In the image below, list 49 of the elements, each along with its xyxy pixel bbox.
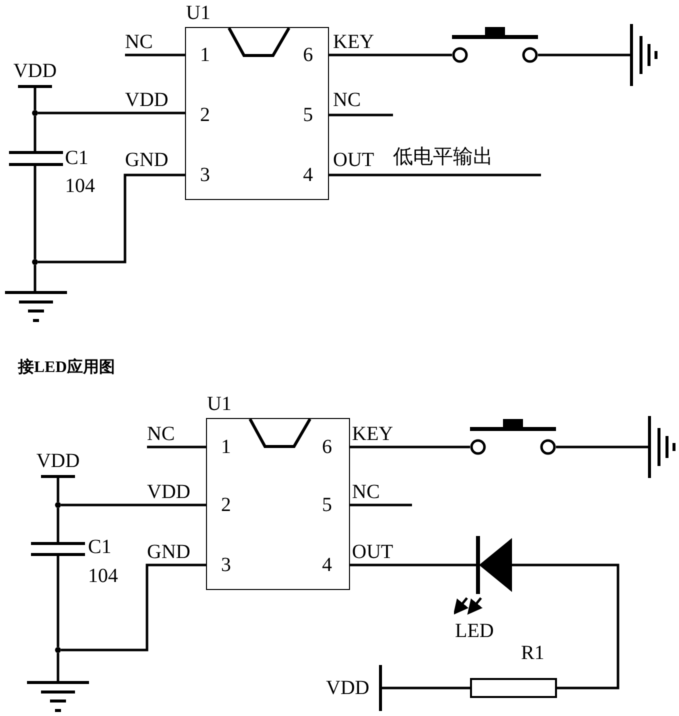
pin-number: 4	[322, 554, 332, 576]
pin-number: 3	[221, 554, 231, 576]
wire	[382, 686, 470, 690]
component-value-label: C1	[88, 535, 112, 559]
wire	[38, 112, 185, 114]
wire	[56, 478, 60, 502]
pin-number: 6	[322, 436, 332, 458]
component-designator: U1	[207, 392, 232, 416]
component-value-label: C1	[65, 146, 88, 170]
wire	[329, 114, 394, 116]
section-heading: 接LED应用图	[18, 358, 115, 378]
wire	[146, 446, 206, 448]
component-value-label: LED	[455, 619, 494, 643]
wire	[38, 174, 185, 264]
net-label: VDD	[36, 451, 80, 471]
net-label: VDD	[326, 678, 370, 698]
component-value-label: 104	[88, 564, 118, 588]
wire	[56, 508, 60, 542]
wire	[350, 446, 470, 448]
pin-number: 2	[200, 104, 210, 126]
wire	[61, 564, 206, 652]
pin-number: 5	[322, 494, 332, 516]
wire	[538, 54, 630, 56]
component-designator: U1	[186, 1, 210, 25]
wire	[350, 504, 414, 506]
pin-number: 4	[303, 164, 313, 186]
pin-number: 6	[303, 44, 313, 66]
wire	[56, 653, 60, 681]
wire	[512, 564, 620, 690]
pin-number: 1	[200, 44, 210, 66]
wire	[329, 174, 542, 176]
pin-number: 3	[200, 164, 210, 186]
wire	[34, 88, 36, 110]
pin-number: 2	[221, 494, 231, 516]
component-value-label: R1	[521, 641, 544, 665]
wire	[34, 166, 36, 259]
pin-number: 5	[303, 104, 313, 126]
wire	[350, 564, 476, 566]
wire	[124, 54, 185, 56]
wire	[56, 556, 60, 647]
output-note: 低电平输出	[393, 145, 493, 169]
wire	[61, 504, 206, 506]
component-value-label: 104	[65, 174, 95, 198]
wire	[34, 116, 36, 151]
pin-number: 1	[221, 436, 231, 458]
net-label: VDD	[13, 61, 57, 81]
wire	[556, 446, 648, 448]
wire	[34, 265, 36, 291]
wire	[329, 54, 452, 56]
